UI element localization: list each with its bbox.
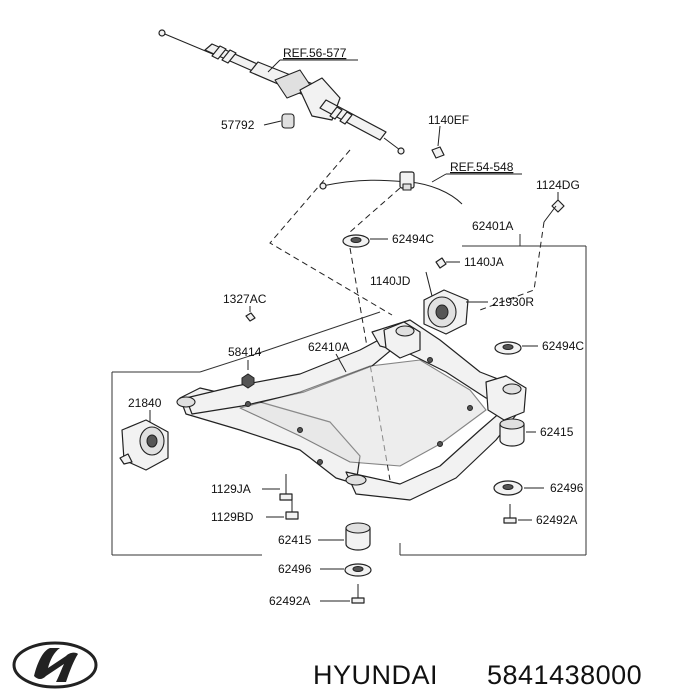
bolt-1124dg [551, 199, 565, 213]
label-62496-right: 62496 [550, 481, 584, 495]
label-1124dg: 1124DG [536, 178, 580, 192]
label-1129ja: 1129JA [211, 482, 251, 496]
bolt-1140ef [431, 146, 445, 159]
label-62492a-bottom: 62492A [269, 594, 310, 608]
steering-rack [158, 29, 405, 155]
bolt-62492a-right [503, 504, 517, 524]
label-62496-bottom: 62496 [278, 562, 312, 576]
nut-58414 [241, 373, 255, 389]
bolt-1129ja [279, 474, 293, 501]
label-62415-bottom: 62415 [278, 533, 312, 547]
bolt-1129bd [285, 500, 299, 520]
label-58414: 58414 [228, 345, 262, 359]
label-62401a: 62401A [472, 219, 513, 233]
mount-21840 [119, 419, 169, 471]
label-1129bd: 1129BD [211, 510, 254, 524]
label-ref-54-548: REF.54-548 [450, 160, 514, 174]
label-62492a-right: 62492A [536, 513, 577, 527]
clip-1327ac [245, 312, 256, 322]
label-1327ac: 1327AC [223, 292, 267, 306]
label-62494c-right: 62494C [542, 339, 584, 353]
footer-brand: HYUNDAI [313, 660, 438, 690]
label-62415-right: 62415 [540, 425, 574, 439]
label-1140ja: 1140JA [464, 255, 504, 269]
label-21930r: 21930R [492, 295, 534, 309]
bushing-62415-right [499, 418, 525, 447]
footer-part-number: 5841438000 [487, 660, 642, 690]
crossmember-62410a [176, 319, 527, 501]
hyundai-logo-icon [12, 641, 98, 689]
label-21840: 21840 [128, 396, 162, 410]
bushing-62415-bottom [345, 522, 371, 551]
label-ref-56-577: REF.56-577 [283, 46, 347, 60]
mount-21930r [423, 289, 469, 335]
label-62410a: 62410A [308, 340, 349, 354]
label-1140jd: 1140JD [370, 274, 411, 288]
label-57792: 57792 [221, 118, 255, 132]
stabilizer-bar [319, 171, 463, 205]
bolt-1140ja [435, 257, 447, 269]
bushing-57792 [281, 113, 295, 129]
label-62494c-top: 62494C [392, 232, 434, 246]
label-1140ef: 1140EF [428, 113, 469, 127]
bolt-62492a-bottom [351, 584, 365, 604]
